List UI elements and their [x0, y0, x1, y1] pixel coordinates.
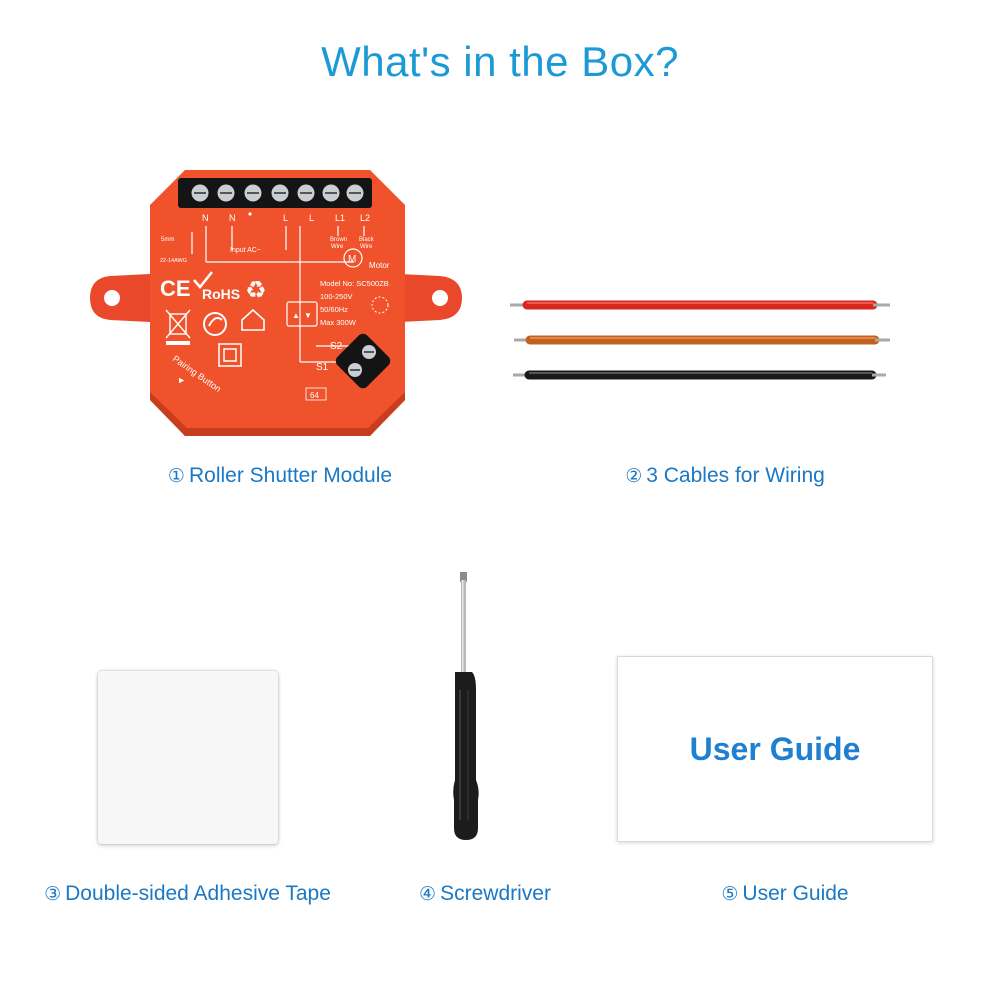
caption-number: ⑤	[721, 883, 739, 905]
rohs-mark: RoHS	[202, 286, 240, 302]
frequency: 50/60Hz	[320, 305, 348, 314]
black-wire-l1: Black	[359, 237, 375, 243]
terminal-screws	[191, 184, 364, 202]
input-label: Input AC~	[230, 247, 261, 254]
user-guide-booklet: User Guide	[617, 656, 933, 842]
caption-label: 3 Cables for Wiring	[646, 464, 825, 487]
double-insulation-icon	[218, 343, 242, 367]
voltage: 100-250V	[320, 292, 353, 301]
s1-label: S1	[316, 362, 329, 373]
terminal-label-l2: L2	[360, 213, 370, 223]
caption-number: ①	[167, 465, 185, 487]
screwdriver-tip	[460, 572, 467, 582]
ce-mark: CE	[160, 276, 191, 301]
user-guide-cover-text: User Guide	[689, 730, 861, 767]
black-wire-l2: Wire	[360, 244, 373, 250]
red-cable	[510, 300, 890, 310]
weee-bin-icon	[165, 309, 191, 339]
brown-wire-l2: Wire	[331, 244, 344, 250]
wire-size: 5mm	[161, 237, 174, 243]
output-terminal	[335, 333, 391, 389]
pairing-arrow-icon: ▲	[177, 376, 187, 385]
caption-number: ③	[44, 883, 62, 905]
module-code: 64	[310, 391, 319, 400]
caption-number: ④	[419, 883, 437, 905]
screwdriver-handle	[453, 672, 479, 840]
power-rating: Max 300W	[320, 318, 357, 327]
caption-label: Double-sided Adhesive Tape	[65, 882, 331, 905]
wiring-diagram	[191, 226, 365, 363]
motor-label: Motor	[369, 261, 390, 270]
terminal-label-l1: L1	[335, 213, 345, 223]
caption-label: User Guide	[742, 882, 849, 905]
caption-label: Roller Shutter Module	[188, 464, 393, 487]
black-cable	[513, 370, 886, 380]
terminal-label-n2: N	[229, 213, 236, 223]
up-arrow-icon: ▲	[292, 311, 300, 320]
page-title: What's in the Box?	[321, 38, 679, 85]
terminal-label-n1: N	[202, 213, 209, 223]
brown-cable	[514, 335, 890, 345]
model-number: Model No: SC500ZB	[320, 279, 389, 288]
awg-label: 22-14AWG	[160, 258, 187, 264]
module-right-ear	[400, 274, 462, 322]
terminal-label-l2a: L	[309, 213, 314, 223]
down-arrow-icon: ▼	[304, 311, 312, 320]
s2-label: S2	[330, 341, 343, 352]
check-icon	[193, 271, 213, 289]
module-left-ear-hole	[104, 290, 120, 306]
caption-number: ②	[625, 465, 643, 487]
adhesive-tape	[98, 671, 278, 844]
module-right-ear-hole	[432, 290, 448, 306]
brown-wire-l1: Brown	[330, 237, 347, 243]
caption-label: Screwdriver	[440, 882, 551, 905]
eco-icon	[203, 312, 227, 336]
home-icon	[241, 308, 265, 331]
terminal-label-l1a: L	[283, 213, 288, 223]
module-body	[150, 170, 405, 436]
recycle-icon: ♻	[245, 276, 267, 304]
motor-symbol: M	[348, 254, 356, 265]
